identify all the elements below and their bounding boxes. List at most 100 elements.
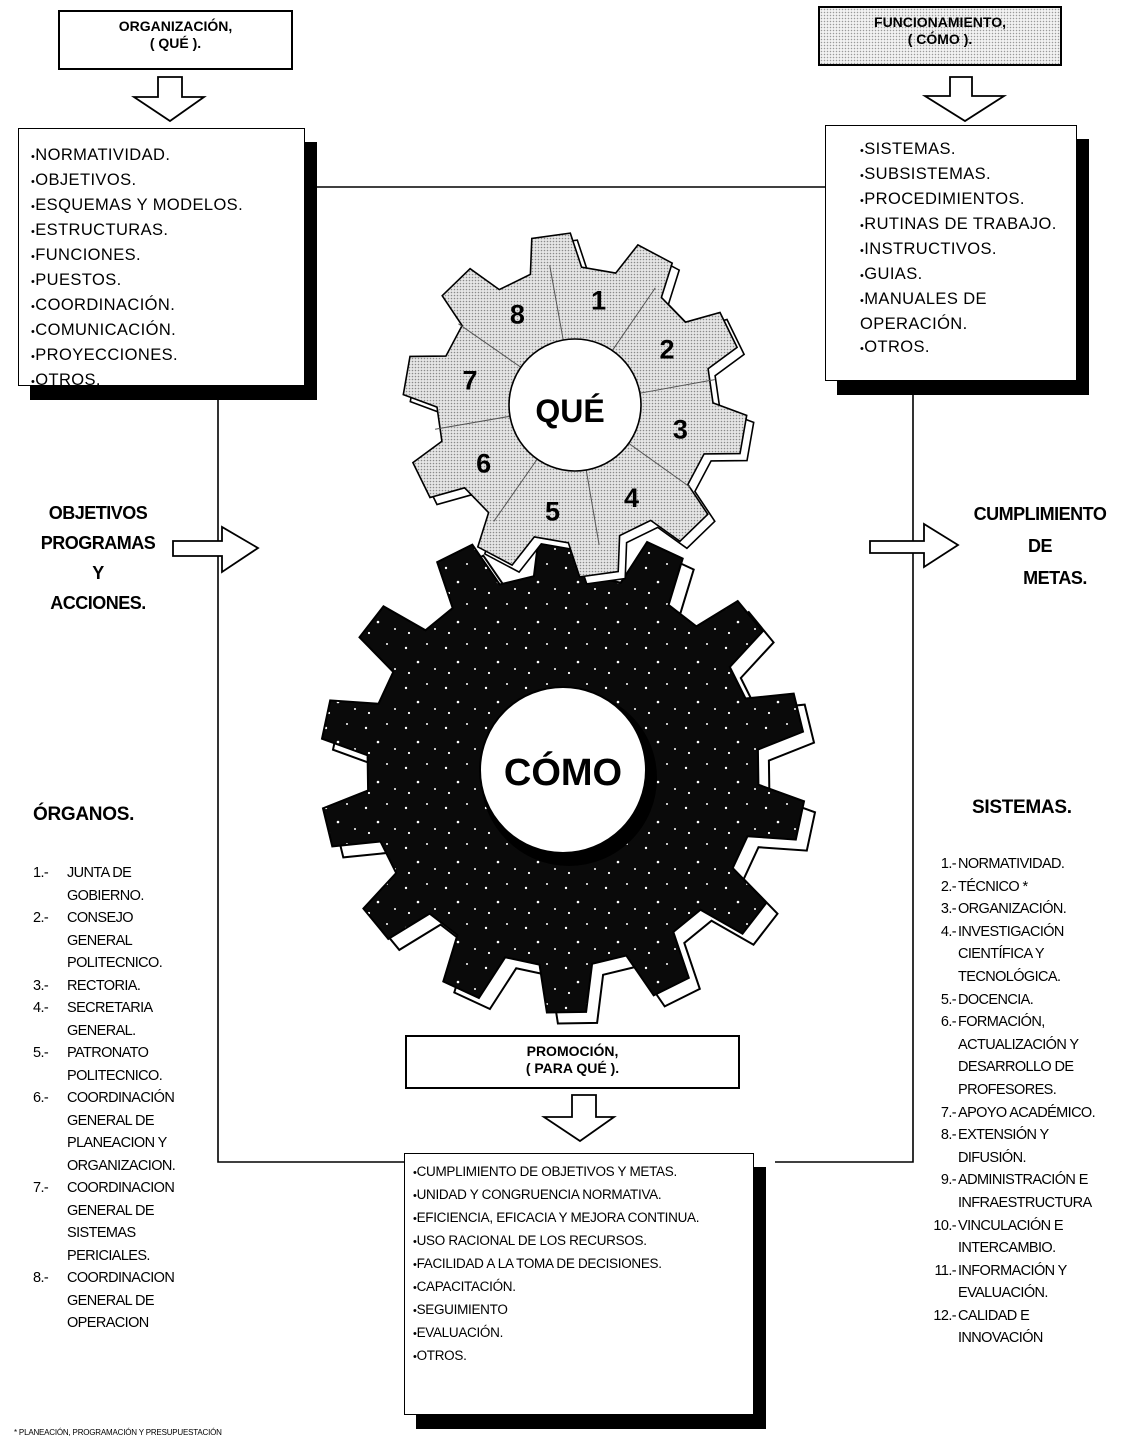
sistema-item-number: 12.- [933, 1307, 956, 1324]
metas-label-line3: METAS. [1023, 568, 1087, 588]
header-promocion-line1: PROMOCIÓN, [526, 1043, 619, 1059]
metas-label: CUMPLIMIENTO DE METAS. [945, 498, 1135, 594]
promocion-item: USO RACIONAL DE LOS RECURSOS. [413, 1230, 753, 1253]
gear-que-label: QUÉ [535, 393, 604, 429]
organo-item-text: RECTORIA. [67, 977, 141, 994]
sistemas-list: 1.-NORMATIVIDAD.2.-TÉCNICO *3.-ORGANIZAC… [918, 853, 1142, 1350]
metas-label-line2: DE [1027, 536, 1053, 556]
organo-item-number: 3.- [33, 977, 49, 994]
footnote: * PLANEACIÓN, PROGRAMACIÓN Y PRESUPUESTA… [14, 1428, 222, 1437]
down-arrow-promocion [541, 1094, 617, 1143]
header-promocion: PROMOCIÓN, ( PARA QUÉ ). [405, 1035, 740, 1089]
promocion-item: FACILIDAD A LA TOMA DE DECISIONES. [413, 1253, 753, 1276]
promocion-box: CUMPLIMIENTO DE OBJETIVOS Y METAS.UNIDAD… [404, 1153, 754, 1415]
gear-que-divider [611, 287, 656, 351]
promocion-item: OTROS. [413, 1345, 753, 1368]
organizacion-item: OTROS. [31, 369, 304, 394]
gear-que-divider [458, 323, 522, 368]
organo-item-number: 5.- [33, 1045, 49, 1061]
right-arrow-metas [869, 522, 960, 569]
promocion-item: EVALUACIÓN. [413, 1322, 753, 1345]
objetivos-label-line2: PROGRAMAS [40, 533, 156, 553]
organo-item-number: 8.- [33, 1270, 49, 1286]
gear-que-hub [508, 338, 642, 472]
promocion-item: CUMPLIMIENTO DE OBJETIVOS Y METAS. [413, 1161, 753, 1184]
sistema-item-text: NORMATIVIDAD. [958, 856, 1065, 872]
funcionamiento-item: GUIAS. [860, 263, 1076, 288]
funcionamiento-item: SUBSISTEMAS. [860, 163, 1076, 188]
sistema-item-text: DOCENCIA. [958, 991, 1034, 1008]
organo-item-number: 2.- [33, 910, 49, 926]
funcionamiento-box: SISTEMAS.SUBSISTEMAS.PROCEDIMIENTOS.RUTI… [825, 125, 1077, 381]
promocion-list: CUMPLIMIENTO DE OBJETIVOS Y METAS.UNIDAD… [413, 1161, 753, 1368]
down-arrow-organizacion [131, 76, 207, 123]
header-funcionamiento: FUNCIONAMIENTO, ( CÓMO ). [818, 6, 1062, 66]
organo-item-number: 6.- [33, 1090, 49, 1106]
gear-que-number: 6 [476, 449, 491, 479]
right-arrow-objetivos [172, 525, 260, 574]
organizacion-list: NORMATIVIDAD.OBJETIVOS.ESQUEMAS Y MODELO… [31, 144, 304, 394]
organizacion-item: FUNCIONES. [31, 244, 304, 269]
objetivos-label-line3: Y [92, 563, 104, 583]
organizacion-item: PROYECCIONES. [31, 344, 304, 369]
sistema-item: 2.-TÉCNICO * [918, 876, 1142, 899]
funcionamiento-item: PROCEDIMIENTOS. [860, 188, 1076, 213]
gear-que-number: 1 [591, 286, 606, 316]
gear-que-divider [585, 469, 600, 546]
organo-item-number: 1.- [33, 865, 49, 881]
organo-item-number: 7.- [33, 1180, 49, 1196]
gear-que-divider [549, 265, 564, 341]
sistema-item-number: 1.- [940, 856, 957, 872]
header-organizacion-line2: ( QUÉ ). [149, 35, 202, 51]
gear-como-hub [479, 686, 647, 854]
organizacion-item: COORDINACIÓN. [31, 294, 304, 319]
objetivos-label: OBJETIVOS PROGRAMAS Y ACCIONES. [18, 498, 178, 618]
promocion-item: SEGUIMIENTO [413, 1299, 753, 1322]
funcionamiento-item: MANUALES DE OPERACIÓN. [860, 288, 1076, 336]
gear-que-number: 7 [463, 365, 478, 395]
sistema-item-number: 5.- [940, 991, 957, 1008]
sistema-item-number: 3.- [940, 901, 957, 918]
funcionamiento-item: RUTINAS DE TRABAJO. [860, 213, 1076, 238]
sistema-item-number: 7.- [940, 1104, 957, 1121]
funcionamiento-item: INSTRUCTIVOS. [860, 238, 1076, 263]
organo-item-number: 4.- [33, 1000, 49, 1016]
funcionamiento-item: OTROS. [860, 336, 1076, 361]
organizacion-item: ESTRUCTURAS. [31, 219, 304, 244]
organizacion-item: PUESTOS. [31, 269, 304, 294]
promocion-item: UNIDAD Y CONGRUENCIA NORMATIVA. [413, 1184, 753, 1207]
organizacion-item: ESQUEMAS Y MODELOS. [31, 194, 304, 219]
metas-label-line1: CUMPLIMIENTO [973, 504, 1107, 524]
gear-que-number: 2 [660, 335, 675, 365]
gear-que-divider [639, 379, 715, 394]
gear-que-divider [493, 458, 538, 522]
sistema-item-number: 9.- [940, 1172, 957, 1189]
sistema-item-text: TÉCNICO * [958, 878, 1028, 895]
organizacion-box: NORMATIVIDAD.OBJETIVOS.ESQUEMAS Y MODELO… [18, 128, 305, 389]
sistema-item: 7.-APOYO ACADÉMICO. [918, 1102, 1142, 1125]
sistema-item-number: 6.- [940, 1014, 957, 1031]
header-promocion-line2: ( PARA QUÉ ). [525, 1060, 620, 1076]
